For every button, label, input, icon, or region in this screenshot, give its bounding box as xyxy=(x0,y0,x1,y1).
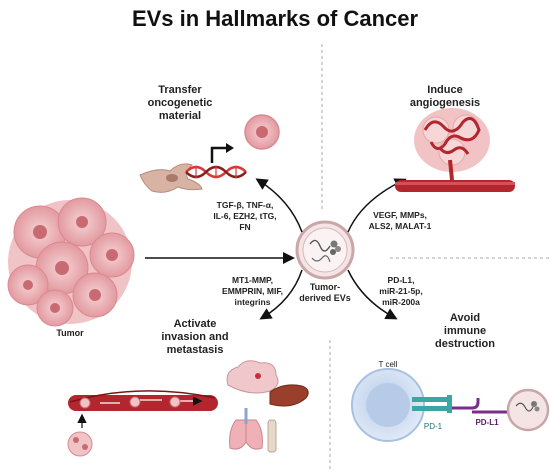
ev-small-icon xyxy=(506,388,550,432)
angiogenesis-vessel-icon xyxy=(395,108,515,192)
ev-icon xyxy=(295,220,355,280)
invasion-molecule-line: MT1-MMP, xyxy=(232,275,273,285)
immune-heading: Avoid immune destruction xyxy=(420,312,510,351)
immune-heading-line: Avoid xyxy=(449,312,481,324)
t-cell-icon xyxy=(351,368,425,442)
transfer-heading-line: Transfer xyxy=(158,84,202,96)
tumor-label: Tumor xyxy=(56,328,84,338)
invasion-molecule-line: integrins xyxy=(234,297,271,307)
tumor-icon xyxy=(7,197,135,327)
metastasis-vessel-icon xyxy=(67,390,218,457)
pd1-receptor-icon xyxy=(412,395,452,413)
invasion-molecules: MT1-MMP, EMMPRIN, MIF, integrins xyxy=(210,275,295,308)
angiogenesis-molecule-line: ALS2, MALAT-1 xyxy=(368,221,432,231)
transfer-molecule-line: IL-6, EZH2, tTG, xyxy=(213,211,277,221)
angiogenesis-heading-line: angiogenesis xyxy=(409,97,481,109)
page-title: EVs in Hallmarks of Cancer xyxy=(131,6,419,31)
transfer-molecule-line: FN xyxy=(239,222,251,232)
invasion-molecule-line: EMMPRIN, MIF, xyxy=(222,286,283,296)
ev-label-line1: Tumor- xyxy=(309,282,341,292)
angiogenesis-molecule-line: VEGF, MMPs, xyxy=(373,210,427,220)
ev-label: Tumor- derived EVs xyxy=(290,282,360,304)
invasion-heading-line: Activate xyxy=(173,318,217,330)
immune-molecule-line: miR-200a xyxy=(382,297,420,307)
transfer-heading: Transfer oncogenetic material xyxy=(140,84,220,123)
invasion-heading-line: invasion and xyxy=(161,331,229,343)
ev-label-line2: derived EVs xyxy=(299,293,351,303)
arrow-to-immune xyxy=(347,269,398,320)
pdl1-label: PD-L1 xyxy=(475,418,499,427)
immune-heading-line: destruction xyxy=(435,338,495,350)
invasion-heading: Activate invasion and metastasis xyxy=(150,318,240,357)
angiogenesis-heading-line: Induce xyxy=(427,84,463,96)
immune-molecules: PD-L1, miR-21-5p, miR-200a xyxy=(366,275,436,308)
transfer-heading-line: material xyxy=(158,110,202,122)
arrow-to-transfer xyxy=(255,178,303,233)
transfer-heading-line: oncogenetic xyxy=(147,97,213,109)
invasion-heading-line: metastasis xyxy=(166,344,224,356)
t-cell-label: T cell xyxy=(378,360,398,369)
angiogenesis-heading: Induce angiogenesis xyxy=(400,84,490,110)
transfer-molecules: TGF-β, TNF-α, IL-6, EZH2, tTG, FN xyxy=(200,200,290,233)
arrow-to-invasion xyxy=(259,269,303,320)
organs-icon xyxy=(226,360,309,453)
immune-molecule-line: miR-21-5p, xyxy=(379,286,423,296)
oncogenetic-material-icon xyxy=(139,114,280,193)
angiogenesis-molecules: VEGF, MMPs, ALS2, MALAT-1 xyxy=(360,210,440,232)
transfer-molecule-line: TGF-β, TNF-α, xyxy=(216,200,274,210)
immune-molecule-line: PD-L1, xyxy=(387,275,415,285)
immune-heading-line: immune xyxy=(443,325,487,337)
pd1-label: PD-1 xyxy=(423,422,443,431)
